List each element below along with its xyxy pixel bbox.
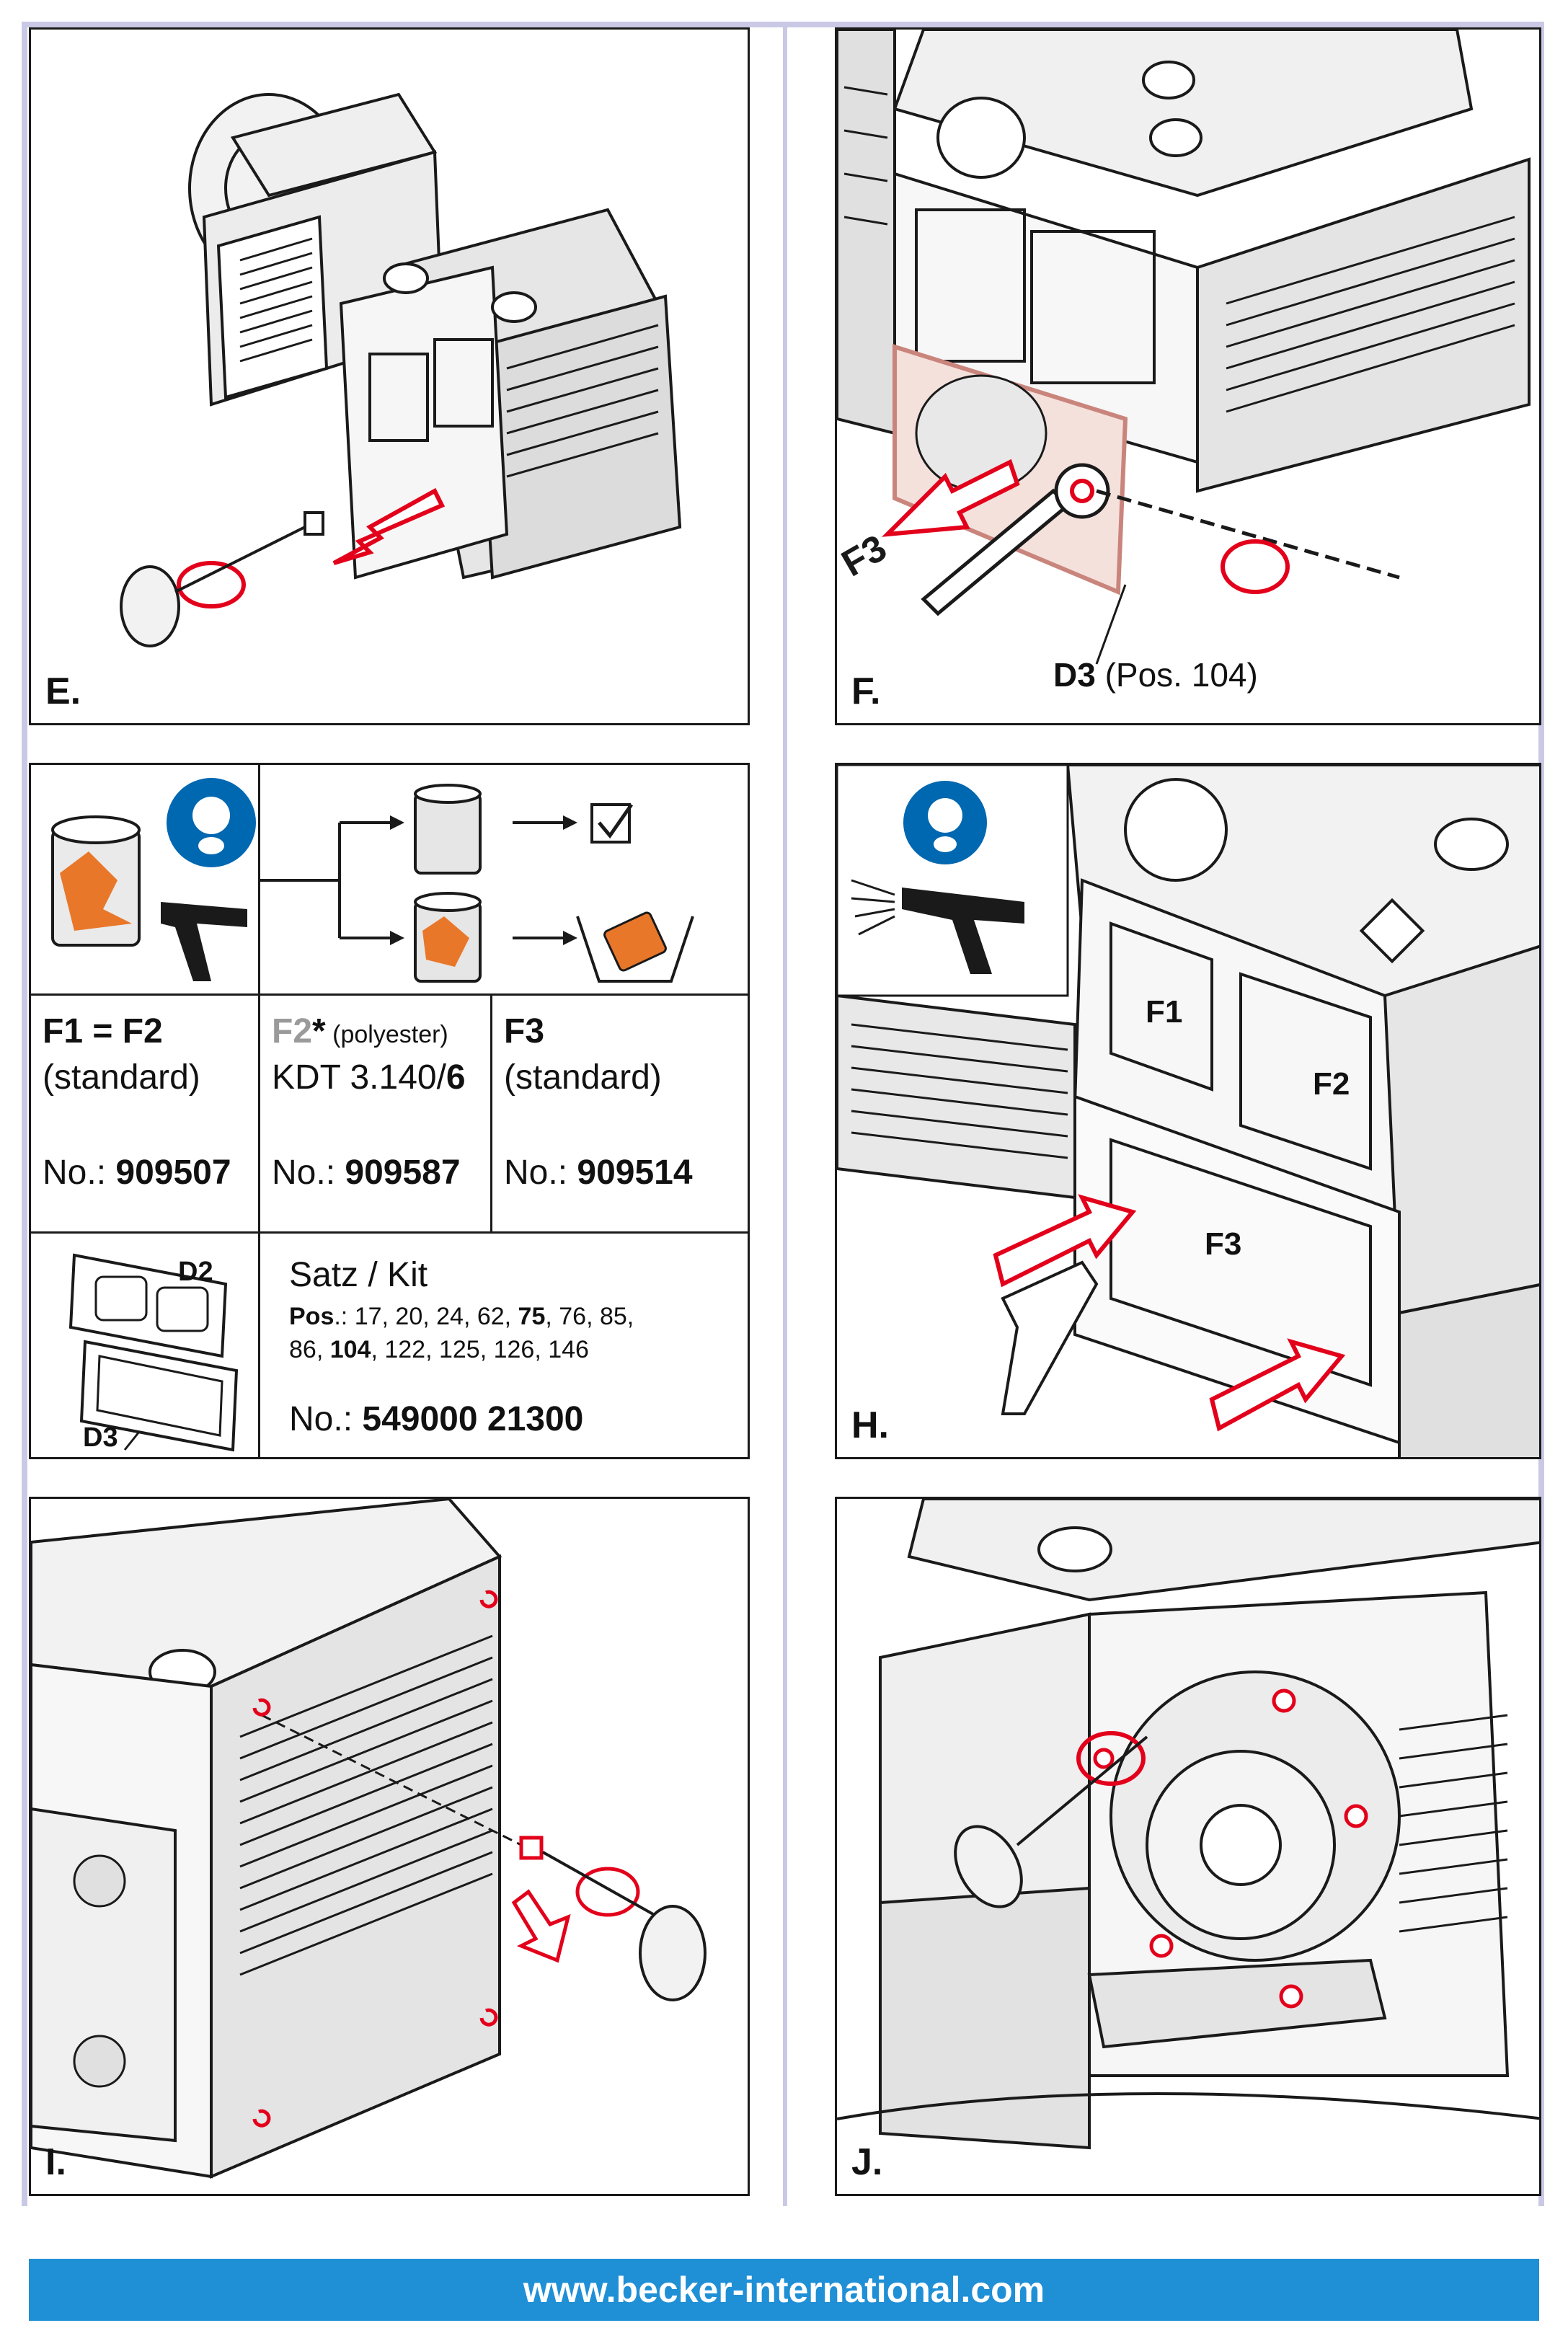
kit-pos-1b: 75 <box>518 1303 546 1330</box>
respirator-mask-icon <box>903 781 987 864</box>
pump-illustration-e <box>120 92 682 647</box>
footer-website-link[interactable]: www.becker-international.com <box>29 2259 1539 2321</box>
kit-pos-label: Pos <box>289 1303 335 1330</box>
pump-illustration-f: F3 <box>837 30 1531 665</box>
respirator-mask-icon <box>167 778 256 867</box>
col2-no-label: No.: <box>272 1154 345 1192</box>
col3-no-label: No.: <box>504 1154 577 1192</box>
d3-caption: D3 (Pos. 104) <box>1053 655 1258 694</box>
filter-cartridge-icon <box>414 892 482 983</box>
col1-title: F1 = F2 <box>43 1012 163 1050</box>
panel-label-e: E. <box>45 670 81 712</box>
kit-pos-line1: Pos.: 17, 20, 24, 62, 75, 76, 85, <box>289 1303 634 1331</box>
panel-f: F3 D3 (Pos. 104) F. <box>835 27 1541 725</box>
air-gun-icon <box>902 888 1024 974</box>
gasket-kit-icon <box>68 1253 239 1452</box>
kit-pos-2c: , 122, 125, 126, 146 <box>371 1336 589 1363</box>
filter-cartridge-icon <box>51 815 141 947</box>
col3-sub: (standard) <box>504 1058 662 1097</box>
col1-number: No.: 909507 <box>43 1153 231 1192</box>
col-f1-f2: F1 = F2 (standard) No.: 909507 <box>31 996 260 1234</box>
d3-pos: (Pos. 104) <box>1095 656 1258 694</box>
col2-title-gray: F2 <box>272 1012 313 1050</box>
panel-i: I. <box>29 1497 750 2196</box>
pump-illustration-i <box>31 1499 707 2179</box>
col3-no-value: 909514 <box>577 1154 693 1192</box>
filter-cleaning-icon <box>51 778 256 981</box>
kit-no-value: 549000 21300 <box>362 1400 584 1438</box>
panel-label-h: H. <box>851 1404 889 1446</box>
checkbox-icon <box>590 803 634 844</box>
filter-parts-table: F1 = F2 (standard) No.: 909507 F2* (poly… <box>29 763 750 1459</box>
col2-sub: KDT 3.140/6 <box>272 1058 466 1097</box>
kit-pos-2b: 104 <box>329 1336 371 1363</box>
icon-cell-left <box>31 765 260 996</box>
kit-gasket-cell: D2 D3 <box>31 1234 260 1459</box>
filter-decision-diagram <box>239 784 694 983</box>
kit-no-label: No.: <box>289 1400 363 1438</box>
d3-label: D3 <box>1053 656 1096 694</box>
kit-info-cell: Satz / Kit Pos.: 17, 20, 24, 62, 75, 76,… <box>260 1234 750 1459</box>
icon-cell-right <box>239 765 750 996</box>
panel-j: J. <box>835 1497 1541 2196</box>
filter-cartridge-icon <box>414 784 482 875</box>
col-f3: F3 (standard) No.: 909514 <box>492 996 750 1234</box>
col2-title: F2* (polyester) <box>272 1012 448 1051</box>
col2-sub-a: KDT 3.140/ <box>272 1058 446 1097</box>
kit-d2-label: D2 <box>178 1257 213 1287</box>
col2-sub-b: 6 <box>446 1058 466 1097</box>
waste-bin-icon <box>576 911 694 983</box>
panel-label-f: F. <box>851 670 881 712</box>
col2-number: No.: 909587 <box>272 1153 461 1192</box>
label-f1: F1 <box>1146 994 1183 1030</box>
panel-label-j: J. <box>851 2141 883 2183</box>
col1-sub: (standard) <box>43 1058 200 1097</box>
col3-number: No.: 909514 <box>504 1153 693 1192</box>
panel-e: E. <box>29 27 750 725</box>
col2-title-note: (polyester) <box>325 1021 448 1048</box>
col3-title: F3 <box>504 1012 545 1050</box>
kit-number: No.: 549000 21300 <box>289 1399 583 1439</box>
kit-pos-1c: , 76, 85, <box>545 1303 634 1330</box>
col2-no-value: 909587 <box>345 1154 461 1192</box>
kit-pos-2a: 86, <box>289 1336 330 1363</box>
pump-illustration-h <box>837 765 1539 1457</box>
label-f3: F3 <box>1205 1226 1242 1262</box>
panel-h: F1 F2 F3 H. <box>835 763 1541 1459</box>
col1-no-label: No.: <box>43 1154 116 1192</box>
kit-d3-label: D3 <box>83 1422 118 1453</box>
panel-label-i: I. <box>45 2141 66 2183</box>
pump-illustration-j <box>837 1499 1539 2150</box>
label-f2: F2 <box>1313 1066 1350 1102</box>
center-divider <box>783 22 787 2206</box>
kit-title: Satz / Kit <box>289 1256 428 1294</box>
col1-no-value: 909507 <box>115 1154 231 1192</box>
col2-title-star: * <box>312 1012 326 1050</box>
kit-pos-line2: 86, 104, 122, 125, 126, 146 <box>289 1336 589 1364</box>
kit-pos-1a: .: 17, 20, 24, 62, <box>334 1303 518 1330</box>
air-gun-icon <box>161 902 247 981</box>
col-f2-polyester: F2* (polyester) KDT 3.140/6 No.: 909587 <box>260 996 492 1234</box>
